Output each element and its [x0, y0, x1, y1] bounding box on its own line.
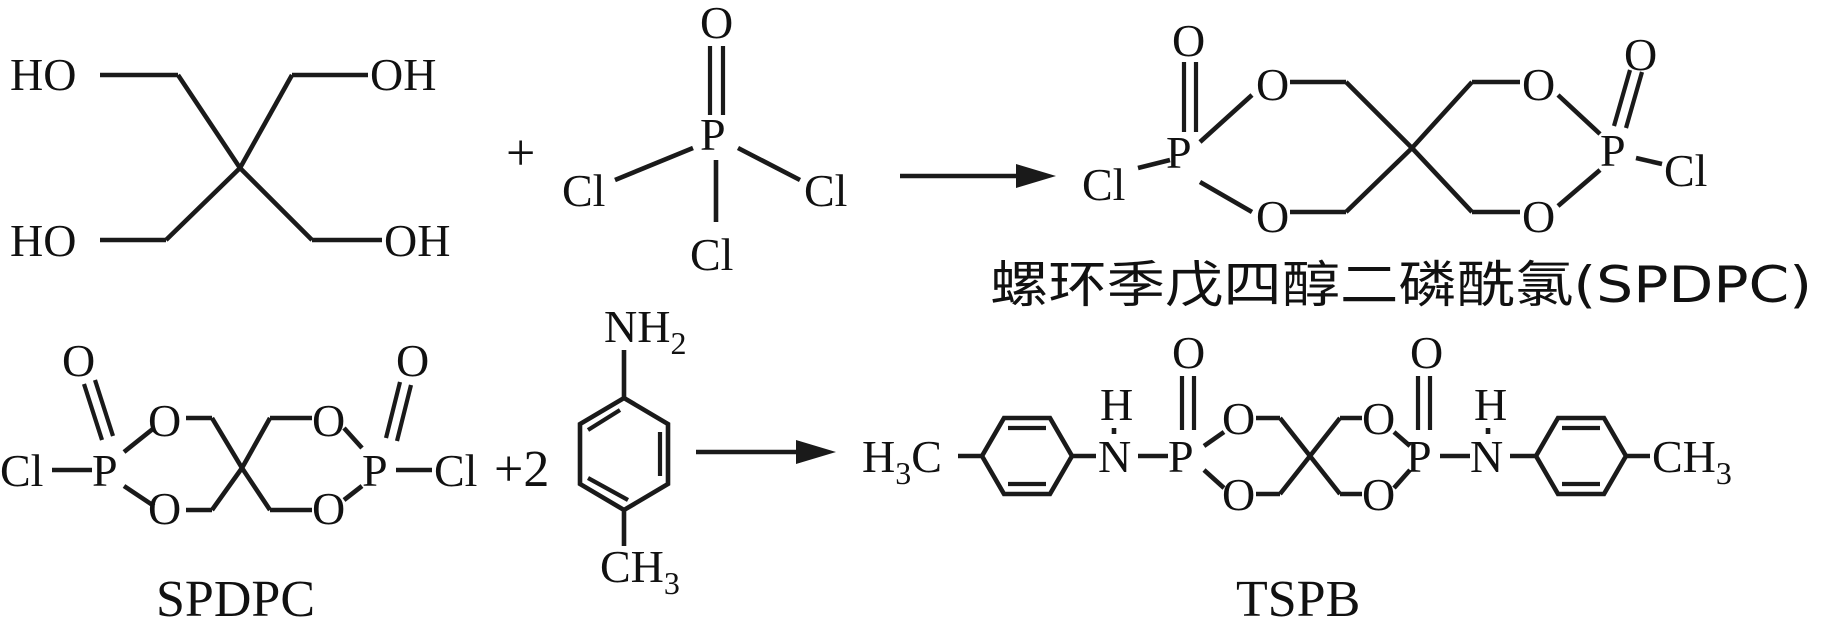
tspb-o-top-right: O	[1410, 327, 1443, 378]
reaction-arrow-2	[696, 440, 836, 464]
tspb-h-left: H	[1100, 379, 1133, 430]
spdpc-cl-right: Cl	[1664, 145, 1707, 196]
phosphorus-atom: P	[700, 109, 726, 160]
chlorine-right: Cl	[804, 165, 847, 216]
tspb-o-ring-br: O	[1362, 469, 1395, 520]
spdpc2-o-ring-tr: O	[312, 395, 345, 446]
hydroxyl-top-left: HO	[10, 49, 76, 100]
tspb-o-ring-bl: O	[1222, 469, 1255, 520]
spdpc-label: SPDPC	[156, 571, 315, 628]
spdpc2-p-left: P	[92, 445, 118, 496]
spdpc2-o-top-left: O	[62, 335, 95, 386]
tspb-methyl-right: CH3	[1652, 431, 1732, 491]
tspb-o-ring-tr: O	[1362, 393, 1395, 444]
amine-group: NH2	[604, 301, 686, 361]
spdpc2-o-ring-tl: O	[148, 395, 181, 446]
chlorine-bottom: Cl	[690, 229, 733, 280]
spdpc-p-left: P	[1166, 127, 1192, 178]
spdpc-o-top-right: O	[1624, 29, 1657, 80]
tspb-p-right: P	[1406, 431, 1432, 482]
reaction-arrow-1	[900, 164, 1056, 188]
spdpc2-p-right: P	[362, 445, 388, 496]
spdpc-product-structure: O P Cl O O O O P O Cl	[1082, 15, 1707, 242]
spdpc2-cl-right: Cl	[434, 445, 477, 496]
hydroxyl-top-right: OH	[370, 49, 436, 100]
phosphoryl-chloride-structure: O P Cl Cl Cl	[562, 0, 847, 280]
phosphoryl-oxygen: O	[700, 0, 733, 48]
tspb-n-right: N	[1470, 431, 1503, 482]
spdpc-product-name: 螺环季戊四醇二磷酰氯(SPDPC)	[990, 256, 1812, 314]
pentaerythritol-structure: HO OH HO OH	[10, 49, 450, 266]
toluidine-methyl: CH3	[600, 541, 680, 601]
spdpc-o-ring-tr: O	[1522, 59, 1555, 110]
spdpc2-cl-left: Cl	[0, 445, 43, 496]
spdpc2-o-ring-br: O	[312, 483, 345, 534]
spdpc-o-ring-br: O	[1522, 191, 1555, 242]
spdpc-o-ring-bl: O	[1256, 191, 1289, 242]
spdpc-o-top-left: O	[1172, 15, 1205, 66]
spdpc-p-right: P	[1600, 125, 1626, 176]
spdpc-o-ring-tl: O	[1256, 59, 1289, 110]
hydroxyl-bottom-right: OH	[384, 215, 450, 266]
p-toluidine-structure: NH2 CH3	[577, 301, 686, 601]
tspb-o-top-left: O	[1172, 327, 1205, 378]
tspb-label: TSPB	[1236, 571, 1360, 628]
spdpc-cl-left: Cl	[1082, 159, 1125, 210]
pentaerythritol-bonds	[100, 72, 382, 243]
tspb-o-ring-tl: O	[1222, 393, 1255, 444]
tspb-n-left: N	[1098, 431, 1131, 482]
plus-coefficient: +2	[494, 441, 549, 498]
plus-sign-1: +	[506, 125, 535, 182]
tspb-methyl-left: H3C	[862, 431, 942, 491]
spdpc2-o-top-right: O	[396, 335, 429, 386]
tspb-p-left: P	[1168, 431, 1194, 482]
chlorine-left: Cl	[562, 165, 605, 216]
spdpc2-o-ring-bl: O	[148, 483, 181, 534]
tspb-h-right: H	[1474, 379, 1507, 430]
hydroxyl-bottom-left: HO	[10, 215, 76, 266]
tspb-product-structure: H3C H N O P O O O O O P H	[862, 327, 1732, 520]
spdpc-reactant-structure: Cl P O O O O O P O Cl	[0, 335, 477, 534]
